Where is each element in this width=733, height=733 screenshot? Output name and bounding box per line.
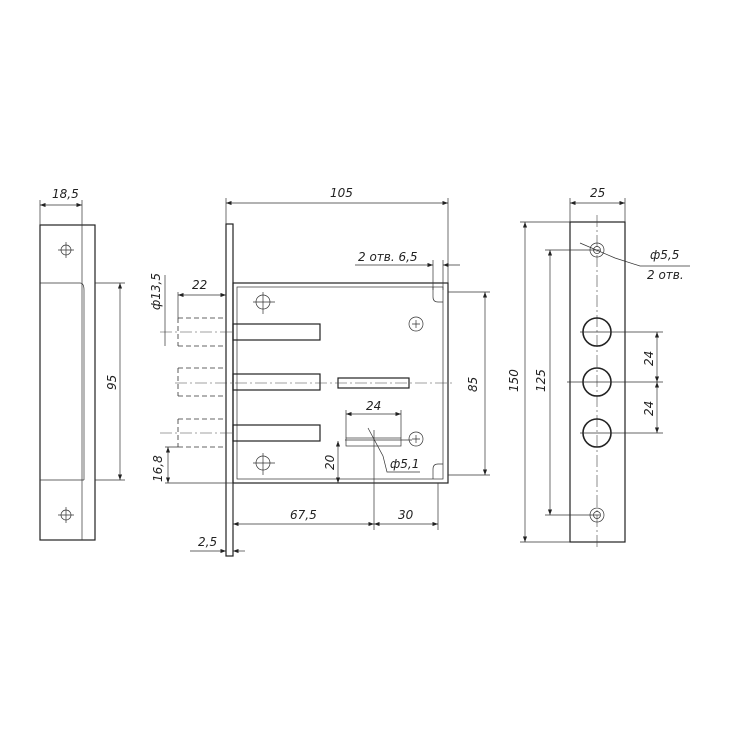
dim-height: 95 [105, 375, 119, 390]
crosshair-hole-icon [253, 453, 275, 475]
dim-backset: 67,5 [290, 508, 317, 522]
dim-keyhole-width: 24 [366, 399, 381, 413]
dim-total-height: 150 [507, 369, 521, 392]
dim-width: 25 [590, 186, 605, 200]
strike-side-view: 18,5 95 [39, 187, 125, 541]
crosshair-hole-icon [253, 292, 275, 314]
holes-note: 2 отв. 6,5 [358, 250, 418, 264]
screw-icon [408, 431, 424, 447]
dim-keyhole-to-edge: 30 [398, 508, 414, 522]
dim-offset: 16,8 [151, 455, 165, 482]
dim-hole-diameter: ф5,5 [650, 248, 679, 262]
hole-count: 2 отв. [647, 268, 684, 282]
dim-keyhole-height: 20 [323, 454, 337, 470]
dim-diameter: ф13,5 [149, 273, 163, 310]
faceplate-side-view: 25 ф5,5 2 отв. 150 125 24 24 [507, 186, 690, 548]
dim-bolt-spacing-1: 24 [642, 351, 656, 366]
dim-width: 105 [330, 186, 353, 200]
crosshair-hole-icon [58, 242, 74, 258]
lock-front-view: 105 2 отв. 6,5 85 ф13,5 22 16,8 24 20 ф5… [149, 186, 490, 557]
dim-hole-spacing: 125 [534, 369, 548, 392]
dim-height: 85 [466, 377, 480, 392]
dim-width: 18,5 [52, 187, 79, 201]
screw-icon [408, 316, 424, 332]
dim-bolt-throw: 22 [192, 278, 207, 292]
dim-faceplate: 2,5 [198, 535, 217, 549]
dim-bolt-spacing-2: 24 [642, 401, 656, 416]
crosshair-hole-icon [58, 507, 74, 523]
dim-keyhole-diameter: ф5,1 [390, 457, 419, 471]
